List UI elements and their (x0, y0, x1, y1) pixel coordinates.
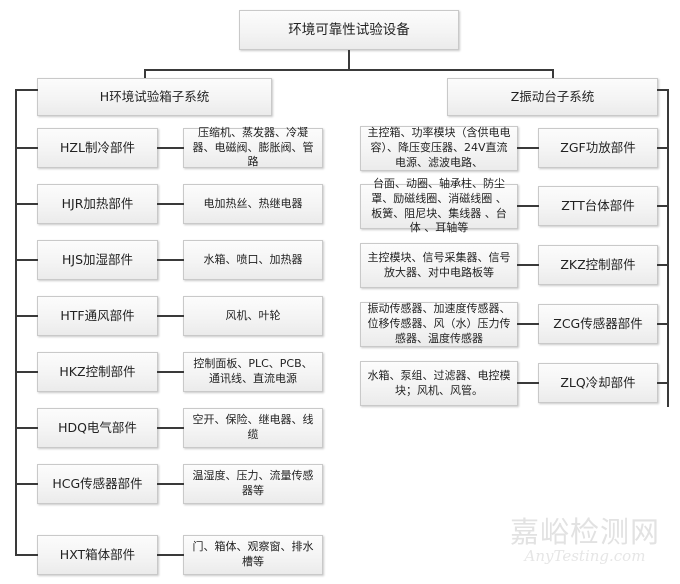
detail-htf-text: 风机、叶轮 (225, 308, 281, 322)
connector-trunk-to-zgf (657, 147, 669, 149)
connector-trunk-to-hxt (15, 554, 38, 556)
component-ztt-label: ZTT台体部件 (561, 197, 635, 213)
connector-to-subsystem-z (552, 69, 554, 79)
connector-trunk-left-to-subsystem (15, 89, 38, 91)
component-hjs-label: HJS加湿部件 (61, 251, 134, 267)
detail-node-zlq[interactable]: 水箱、泵组、过滤器、电控模块；风机、风管。 (360, 361, 518, 406)
connector-hkz-to-detail (157, 371, 184, 373)
detail-node-hdq[interactable]: 空开、保险、继电器、线缆 (183, 408, 323, 448)
component-zkz-label: ZKZ控制部件 (560, 256, 636, 272)
component-node-hjs[interactable]: HJS加湿部件 (37, 240, 158, 280)
component-node-hjr[interactable]: HJR加热部件 (37, 184, 158, 224)
detail-node-ztt[interactable]: 台面、动圈、轴承柱、防尘罩、励磁线圈、消磁线圈 、板簧、阻尼块、集线器 、台体 … (360, 177, 518, 234)
component-node-zgf[interactable]: ZGF功放部件 (538, 128, 658, 168)
connector-ztt-to-detail (517, 205, 539, 207)
connector-to-subsystem-h (144, 69, 146, 79)
watermark-cn-text: 嘉峪检测网 (509, 515, 660, 549)
subsystem-h-label: H环境试验箱子系统 (99, 88, 210, 104)
component-node-zcg[interactable]: ZCG传感器部件 (538, 304, 658, 344)
root-node-label: 环境可靠性试验设备 (288, 21, 410, 38)
connector-trunk-to-zlq (657, 382, 669, 384)
connector-trunk-to-hzl (15, 147, 38, 149)
connector-trunk-to-hjs (15, 259, 38, 261)
connector-zgf-to-detail (517, 147, 539, 149)
detail-zcg-text: 振动传感器、加速度传感器、位移传感器、风（水）压力传感器、温度传感器 (367, 302, 511, 345)
detail-node-hcg[interactable]: 温湿度、压力、流量传感器等 (183, 464, 323, 504)
subsystem-z-label: Z振动台子系统 (510, 88, 595, 104)
component-node-zlq[interactable]: ZLQ冷却部件 (538, 363, 658, 403)
connector-trunk-to-hcg (15, 483, 38, 485)
connector-hdq-to-detail (157, 427, 184, 429)
detail-node-htf[interactable]: 风机、叶轮 (183, 296, 323, 336)
detail-ztt-text: 台面、动圈、轴承柱、防尘罩、励磁线圈、消磁线圈 、板簧、阻尼块、集线器 、台体 … (371, 176, 507, 235)
component-zgf-label: ZGF功放部件 (560, 139, 636, 155)
component-hjr-label: HJR加热部件 (61, 195, 134, 211)
connector-trunk-to-htf (15, 315, 38, 317)
connector-htf-to-detail (157, 315, 184, 317)
connector-trunk-right (667, 89, 669, 407)
connector-hzl-to-detail (157, 147, 184, 149)
detail-node-hjr[interactable]: 电加热丝、热继电器 (183, 184, 323, 224)
component-hkz-label: HKZ控制部件 (59, 363, 136, 379)
detail-hjr-text: 电加热丝、热继电器 (203, 196, 303, 210)
connector-hxt-to-detail (157, 554, 184, 556)
connector-root-stem (348, 50, 350, 70)
component-hdq-label: HDQ电气部件 (58, 419, 137, 435)
component-hxt-label: HXT箱体部件 (59, 546, 136, 562)
connector-zkz-to-detail (517, 264, 539, 266)
connector-zlq-to-detail (517, 382, 539, 384)
connector-hjr-to-detail (157, 203, 184, 205)
component-node-htf[interactable]: HTF通风部件 (37, 296, 158, 336)
subsystem-node-h[interactable]: H环境试验箱子系统 (37, 78, 272, 116)
component-node-ztt[interactable]: ZTT台体部件 (538, 186, 658, 226)
component-hcg-label: HCG传感器部件 (52, 475, 143, 491)
component-node-hzl[interactable]: HZL制冷部件 (37, 128, 158, 168)
detail-hdq-text: 空开、保险、继电器、线缆 (192, 413, 314, 441)
component-node-hdq[interactable]: HDQ电气部件 (37, 408, 158, 448)
connector-trunk-to-zcg (657, 323, 669, 325)
detail-node-hkz[interactable]: 控制面板、PLC、PCB、通讯线、直流电源 (183, 352, 323, 392)
detail-node-hjs[interactable]: 水箱、喷口、加热器 (183, 240, 323, 280)
component-hzl-label: HZL制冷部件 (60, 139, 135, 155)
detail-node-zgf[interactable]: 主控箱、功率模块（含供电电容）、降压变压器、24V直流电源、滤波电路、 (360, 126, 518, 171)
detail-hkz-text: 控制面板、PLC、PCB、通讯线、直流电源 (193, 357, 313, 385)
detail-hzl-text: 压缩机、蒸发器、冷凝器、电磁阀、膨胀阀、管路 (192, 125, 314, 169)
detail-zgf-text: 主控箱、功率模块（含供电电容）、降压变压器、24V直流电源、滤波电路、 (367, 126, 511, 169)
connector-trunk-to-zkz (657, 264, 669, 266)
connector-trunk-left (15, 89, 17, 554)
connector-trunk-right-to-subsystem (657, 89, 669, 91)
root-node-equipment[interactable]: 环境可靠性试验设备 (239, 10, 459, 50)
component-zcg-label: ZCG传感器部件 (553, 315, 643, 331)
component-node-hkz[interactable]: HKZ控制部件 (37, 352, 158, 392)
component-zlq-label: ZLQ冷却部件 (560, 374, 636, 390)
component-node-hcg[interactable]: HCG传感器部件 (37, 464, 158, 504)
component-node-hxt[interactable]: HXT箱体部件 (37, 535, 158, 575)
detail-hjs-text: 水箱、喷口、加热器 (203, 252, 303, 266)
detail-node-hxt[interactable]: 门、箱体、观察窗、排水槽等 (183, 535, 323, 575)
detail-zlq-text: 水箱、泵组、过滤器、电控模块；风机、风管。 (367, 368, 511, 397)
detail-hcg-text: 温湿度、压力、流量传感器等 (192, 469, 314, 497)
subsystem-node-z[interactable]: Z振动台子系统 (447, 78, 658, 116)
connector-trunk-to-ztt (657, 205, 669, 207)
connector-hjs-to-detail (157, 259, 184, 261)
watermark-en-text: AnyTesting.com (524, 547, 646, 565)
connector-root-split (144, 69, 553, 71)
watermark: 嘉峪检测网 AnyTesting.com (497, 508, 673, 574)
detail-node-hzl[interactable]: 压缩机、蒸发器、冷凝器、电磁阀、膨胀阀、管路 (183, 125, 323, 169)
connector-trunk-to-hkz (15, 371, 38, 373)
connector-hcg-to-detail (157, 483, 184, 485)
detail-hxt-text: 门、箱体、观察窗、排水槽等 (192, 540, 314, 568)
connector-trunk-to-hjr (15, 203, 38, 205)
detail-zkz-text: 主控模块、信号采集器、信号放大器、对中电路板等 (367, 250, 511, 279)
component-htf-label: HTF通风部件 (60, 307, 135, 323)
connector-zcg-to-detail (517, 323, 539, 325)
component-node-zkz[interactable]: ZKZ控制部件 (538, 245, 658, 285)
connector-trunk-to-hdq (15, 427, 38, 429)
detail-node-zcg[interactable]: 振动传感器、加速度传感器、位移传感器、风（水）压力传感器、温度传感器 (360, 302, 518, 347)
detail-node-zkz[interactable]: 主控模块、信号采集器、信号放大器、对中电路板等 (360, 243, 518, 288)
